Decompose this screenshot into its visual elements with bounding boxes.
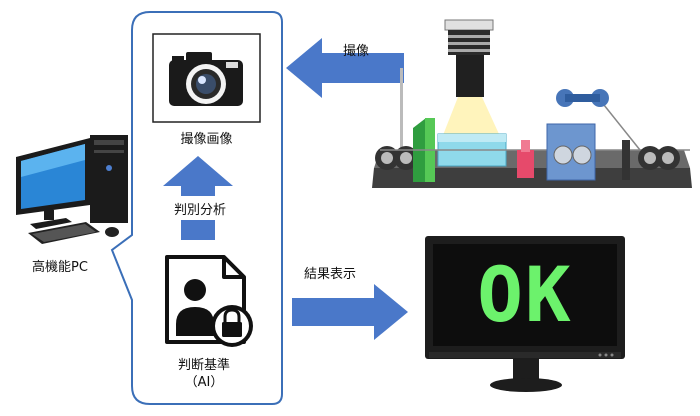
result-display-label: 結果表示 [304, 267, 357, 282]
system-panel-outline [110, 11, 283, 405]
desktop-pc-icon [16, 135, 128, 244]
capture-label: 撮像 [343, 44, 370, 59]
pc-label: 高機能PC [32, 260, 88, 275]
criteria-label-line1: 判断基準 [177, 358, 230, 373]
analysis-label-box [163, 196, 237, 220]
camera-icon [169, 52, 243, 106]
monitor [425, 236, 625, 392]
capture-arrow [286, 38, 404, 98]
inspection-machine [372, 19, 692, 188]
ok-result-text: OK [477, 250, 573, 339]
document-lock-icon [165, 255, 253, 347]
criteria-label-line2: （AI） [184, 375, 224, 390]
captured-image-label: 撮像画像 [180, 132, 233, 147]
result-arrow [292, 284, 408, 340]
analysis-label: 判別分析 [173, 203, 226, 218]
